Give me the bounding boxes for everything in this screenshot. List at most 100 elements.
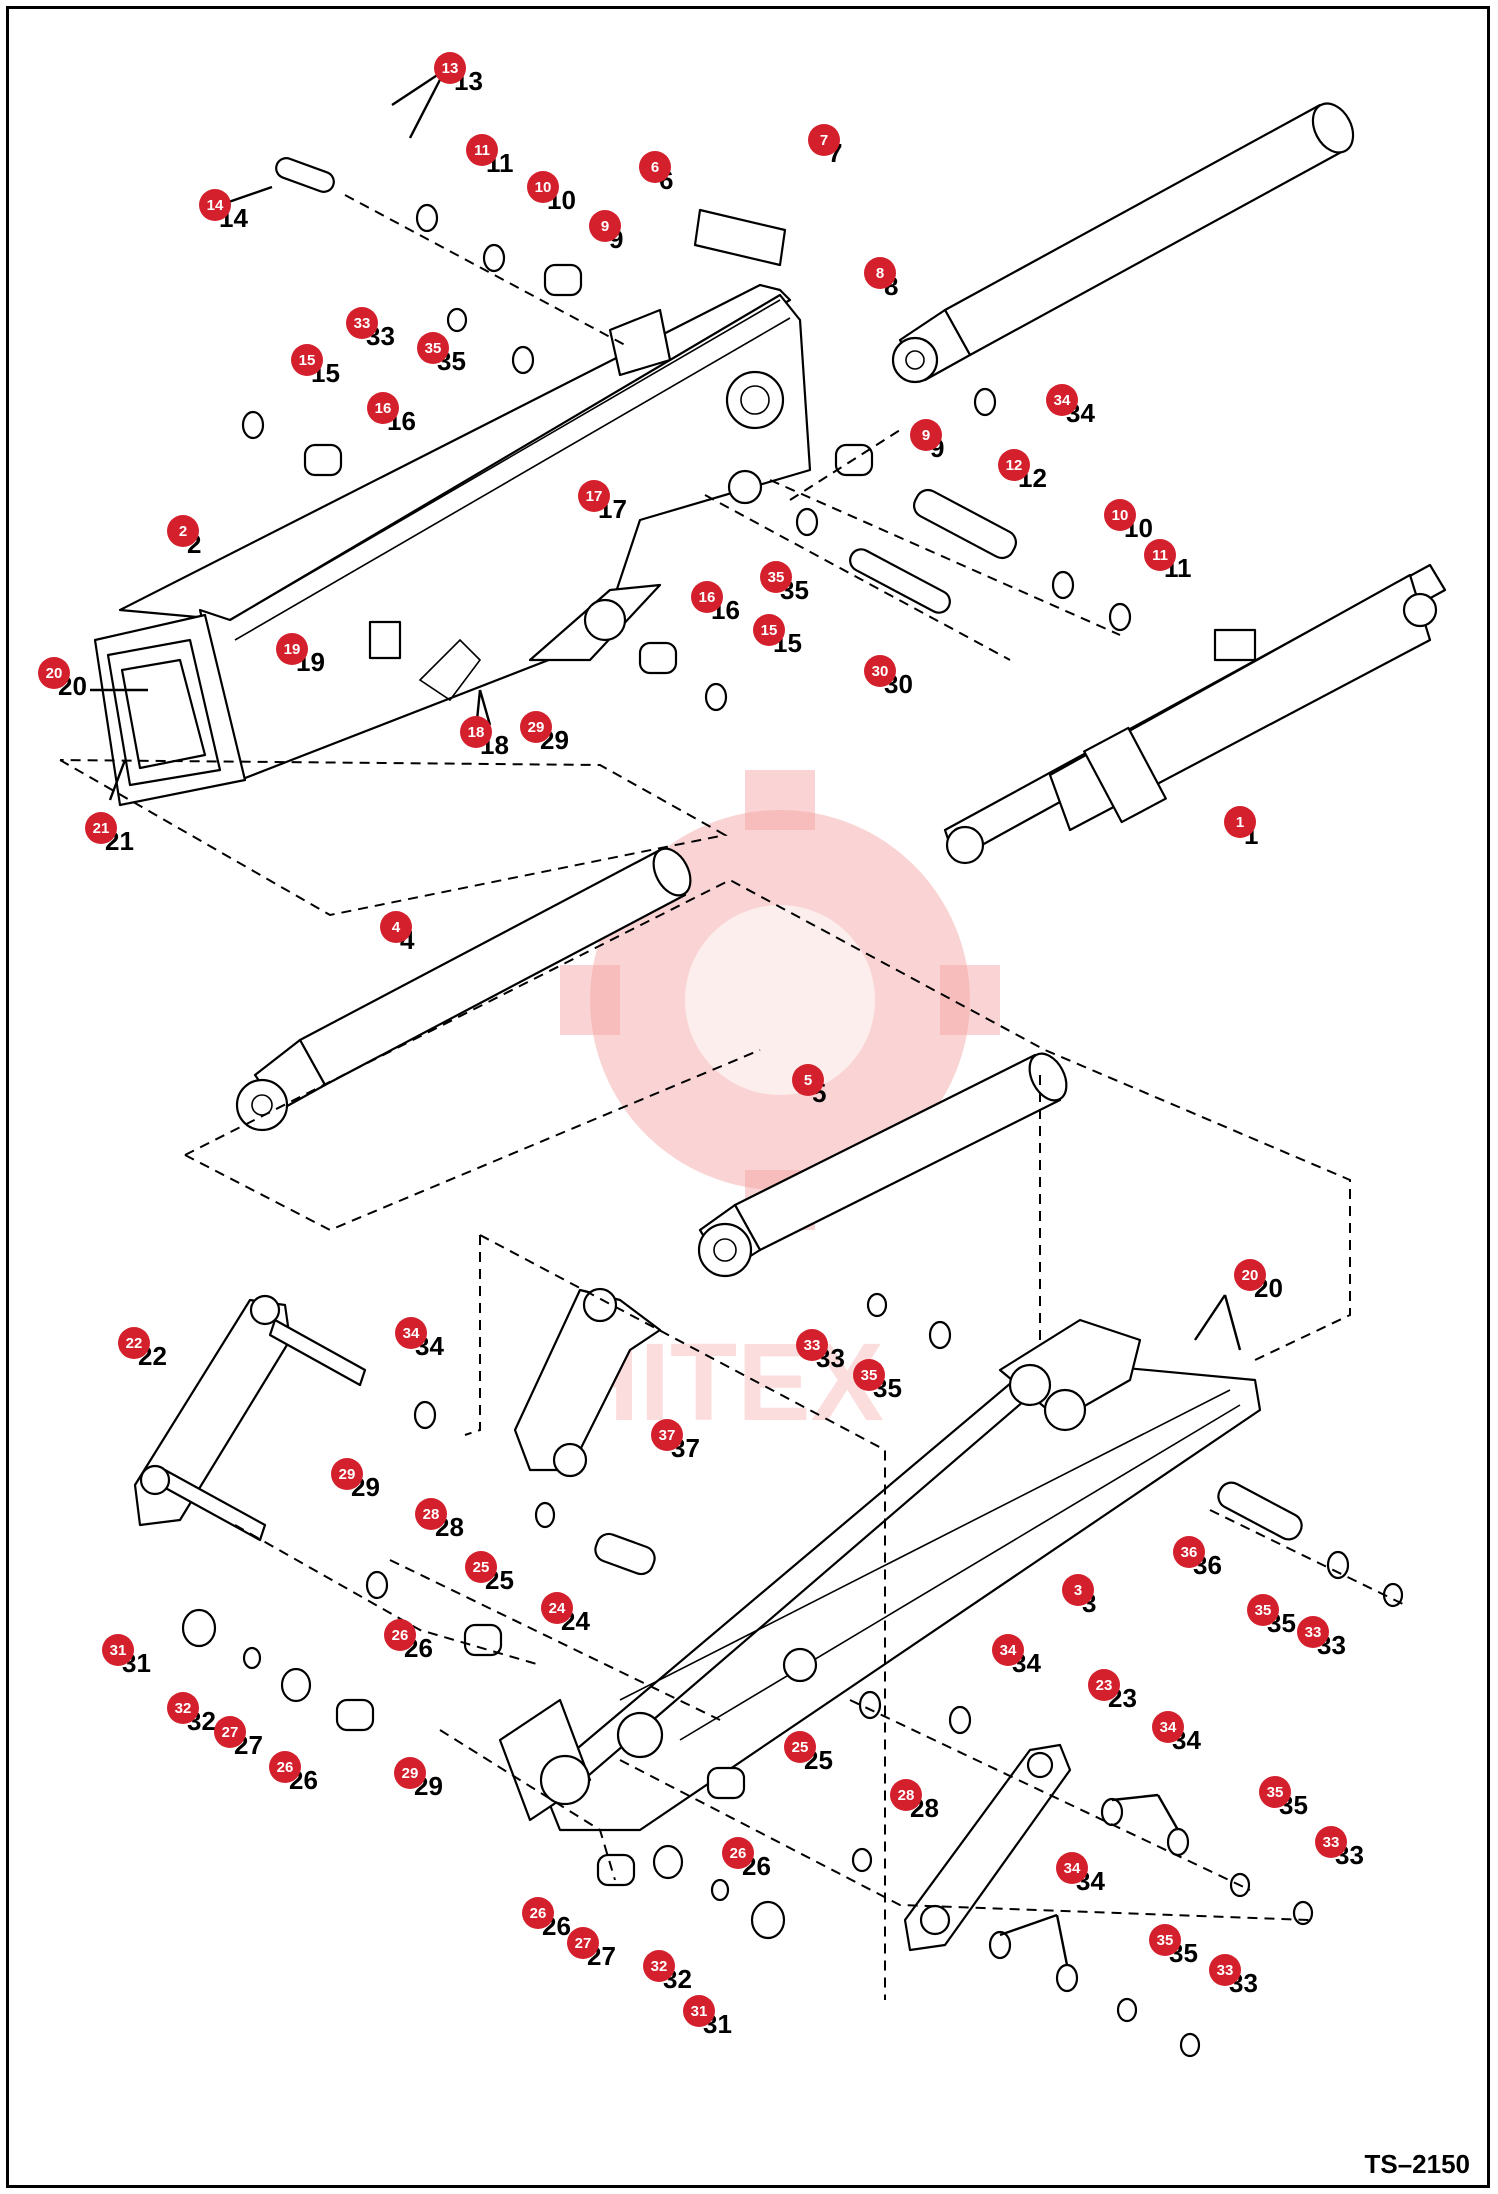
callout-label: 13 — [442, 60, 459, 77]
callout-label: 1 — [1236, 814, 1244, 831]
callout-marker — [167, 515, 199, 547]
callout-marker — [394, 1757, 426, 1789]
callout-marker — [522, 1897, 554, 1929]
callout-label: 10 — [535, 179, 552, 196]
callout-marker — [346, 307, 378, 339]
callout-label: 27 — [575, 1935, 592, 1952]
callout-marker — [541, 1592, 573, 1624]
callout-label: 12 — [1006, 457, 1023, 474]
boom-part-3 — [498, 1318, 1262, 1832]
callout-marker — [276, 633, 308, 665]
callout-marker — [395, 1317, 427, 1349]
callout-label: 35 — [768, 569, 785, 586]
callout-marker — [118, 1327, 150, 1359]
callout-label: 16 — [699, 589, 716, 606]
link-part-23 — [903, 1743, 1072, 1952]
dashed-assembly-lines — [59, 194, 1406, 2000]
callout-label: 15 — [299, 352, 316, 369]
callout-label: 32 — [651, 1958, 668, 1975]
callout-marker — [1173, 1536, 1205, 1568]
callout-label: 26 — [530, 1905, 547, 1922]
callout-marker — [460, 716, 492, 748]
callout-marker — [380, 911, 412, 943]
callout-label: 35 — [1255, 1602, 1272, 1619]
callout-label: 22 — [126, 1335, 143, 1352]
callout-marker — [1149, 1924, 1181, 1956]
callout-label: 33 — [1305, 1624, 1322, 1641]
callout-label: 34 — [1064, 1860, 1081, 1877]
callout-label: 35 — [861, 1367, 878, 1384]
callout-marker — [753, 614, 785, 646]
callout-label: 19 — [284, 641, 301, 658]
callout-label: 26 — [730, 1845, 747, 1862]
callout-marker — [853, 1359, 885, 1391]
callout-label: 27 — [222, 1724, 239, 1741]
callout-label: 34 — [1054, 392, 1071, 409]
boom-part-1 — [943, 563, 1447, 865]
callout-marker — [465, 1551, 497, 1583]
callout-label: 31 — [691, 2003, 708, 2020]
callout-marker — [992, 1634, 1024, 1666]
callout-label: 14 — [207, 197, 224, 214]
callout-marker — [1144, 539, 1176, 571]
callout-marker — [567, 1927, 599, 1959]
callout-label: 8 — [876, 265, 884, 282]
callout-label: 29 — [339, 1466, 356, 1483]
callout-marker — [1259, 1776, 1291, 1808]
callout-label: 6 — [651, 159, 659, 176]
callout-label: 17 — [586, 488, 603, 505]
callout-label: 30 — [872, 663, 889, 680]
callout-label: 37 — [659, 1427, 676, 1444]
callout-marker — [331, 1458, 363, 1490]
callout-label: 2 — [179, 523, 187, 540]
callout-marker — [589, 210, 621, 242]
callout-label: 32 — [175, 1700, 192, 1717]
callout-label: 15 — [761, 622, 778, 639]
callout-marker — [1062, 1574, 1094, 1606]
callout-marker — [384, 1619, 416, 1651]
callout-marker — [1247, 1594, 1279, 1626]
callout-marker — [1088, 1669, 1120, 1701]
callout-label: 21 — [93, 820, 110, 837]
callout-marker — [1297, 1616, 1329, 1648]
callout-label: 33 — [354, 315, 371, 332]
callout-marker — [417, 332, 449, 364]
callout-label: 26 — [392, 1627, 409, 1644]
callout-marker — [792, 1064, 824, 1096]
callout-marker — [38, 657, 70, 689]
callout-label: 25 — [473, 1559, 490, 1576]
callout-label: 35 — [1267, 1784, 1284, 1801]
link-part-22 — [133, 1294, 367, 1542]
callout-marker — [1152, 1711, 1184, 1743]
callout-marker — [890, 1779, 922, 1811]
callout-label: 23 — [1096, 1677, 1113, 1694]
callout-label: 20 — [46, 665, 63, 682]
callout-label: 5 — [804, 1072, 812, 1089]
callout-marker — [434, 52, 466, 84]
callout-marker — [291, 344, 323, 376]
callout-marker — [760, 561, 792, 593]
cylinder-top — [891, 102, 1355, 384]
callout-marker — [367, 392, 399, 424]
callout-label: 35 — [1157, 1932, 1174, 1949]
callout-marker — [864, 655, 896, 687]
callout-label: 29 — [402, 1765, 419, 1782]
callout-marker — [167, 1692, 199, 1724]
callout-label: 33 — [804, 1337, 821, 1354]
callout-marker — [998, 449, 1030, 481]
callout-marker — [1209, 1954, 1241, 1986]
callout-label: 11 — [474, 142, 490, 159]
callout-label: 11 — [1152, 547, 1168, 564]
callout-marker — [651, 1419, 683, 1451]
callout-label: 9 — [601, 218, 609, 235]
callout-label: 24 — [549, 1600, 566, 1617]
callout-marker — [269, 1751, 301, 1783]
callout-marker — [1224, 806, 1256, 838]
callout-marker — [199, 189, 231, 221]
callout-label: 33 — [1217, 1962, 1234, 1979]
callout-label: 28 — [423, 1506, 440, 1523]
callout-label: 34 — [403, 1325, 420, 1342]
callout-label: 10 — [1112, 507, 1129, 524]
callout-label: 33 — [1323, 1834, 1340, 1851]
